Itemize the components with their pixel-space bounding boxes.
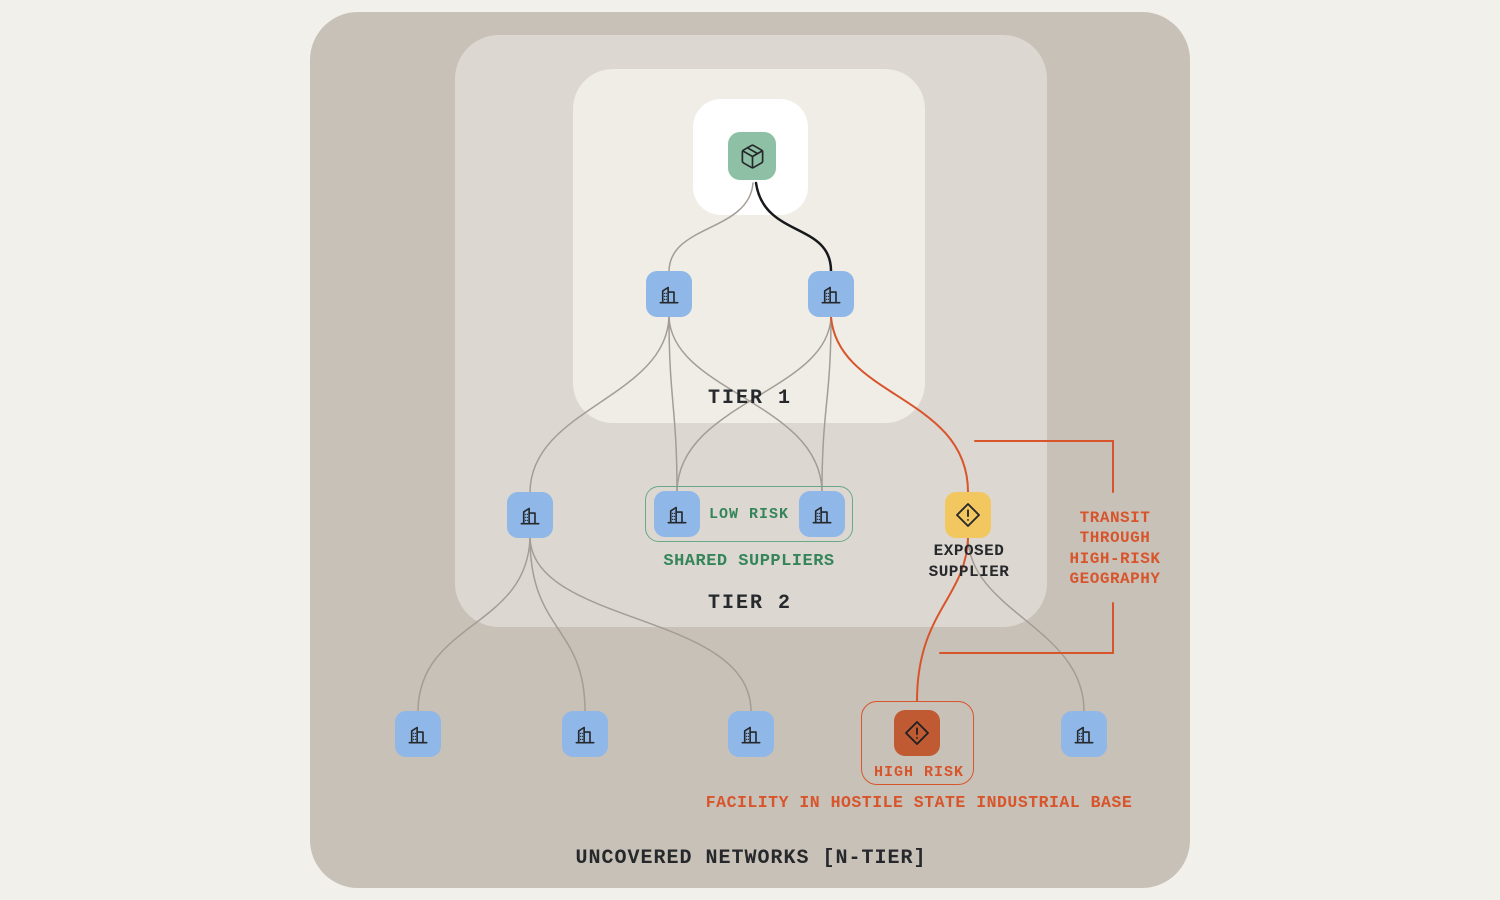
transit-annotation-label: TRANSIT THROUGH HIGH-RISK GEOGRAPHY: [1069, 509, 1161, 589]
shared-suppliers-group: [645, 486, 853, 542]
product-node: [728, 132, 776, 180]
ntier-supplier-2: [562, 711, 608, 757]
warning-diamond-icon: [905, 721, 929, 745]
building-icon: [659, 286, 679, 304]
ntier-supplier-1: [395, 711, 441, 757]
building-icon: [1074, 726, 1094, 744]
building-icon: [667, 506, 687, 524]
exposed-supplier-node: [945, 492, 991, 538]
tier2-label: TIER 2: [707, 592, 793, 615]
tier1-supplier-left: [646, 271, 692, 317]
low-risk-label: LOW RISK: [708, 506, 790, 523]
package-icon: [741, 143, 763, 169]
shared-supplier-right: [799, 491, 845, 537]
shared-supplier-left: [654, 491, 700, 537]
ntier-supplier-5: [1061, 711, 1107, 757]
building-icon: [520, 507, 540, 525]
ntier-supplier-3: [728, 711, 774, 757]
high-risk-label: HIGH RISK: [873, 764, 965, 781]
building-icon: [812, 506, 832, 524]
building-icon: [741, 726, 761, 744]
tier1-supplier-right: [808, 271, 854, 317]
tier1-label: TIER 1: [707, 387, 793, 410]
facility-caption: FACILITY IN HOSTILE STATE INDUSTRIAL BAS…: [705, 793, 1133, 812]
tier2-supplier-left: [507, 492, 553, 538]
high-risk-node: [894, 710, 940, 756]
warning-diamond-icon: [956, 503, 980, 527]
building-icon: [821, 286, 841, 304]
high-risk-group: [861, 701, 974, 785]
building-icon: [575, 726, 595, 744]
building-icon: [408, 726, 428, 744]
shared-suppliers-caption: SHARED SUPPLIERS: [663, 552, 835, 571]
exposed-supplier-label: EXPOSED SUPPLIER: [928, 542, 1010, 581]
network-title: UNCOVERED NETWORKS [N-TIER]: [575, 847, 927, 870]
